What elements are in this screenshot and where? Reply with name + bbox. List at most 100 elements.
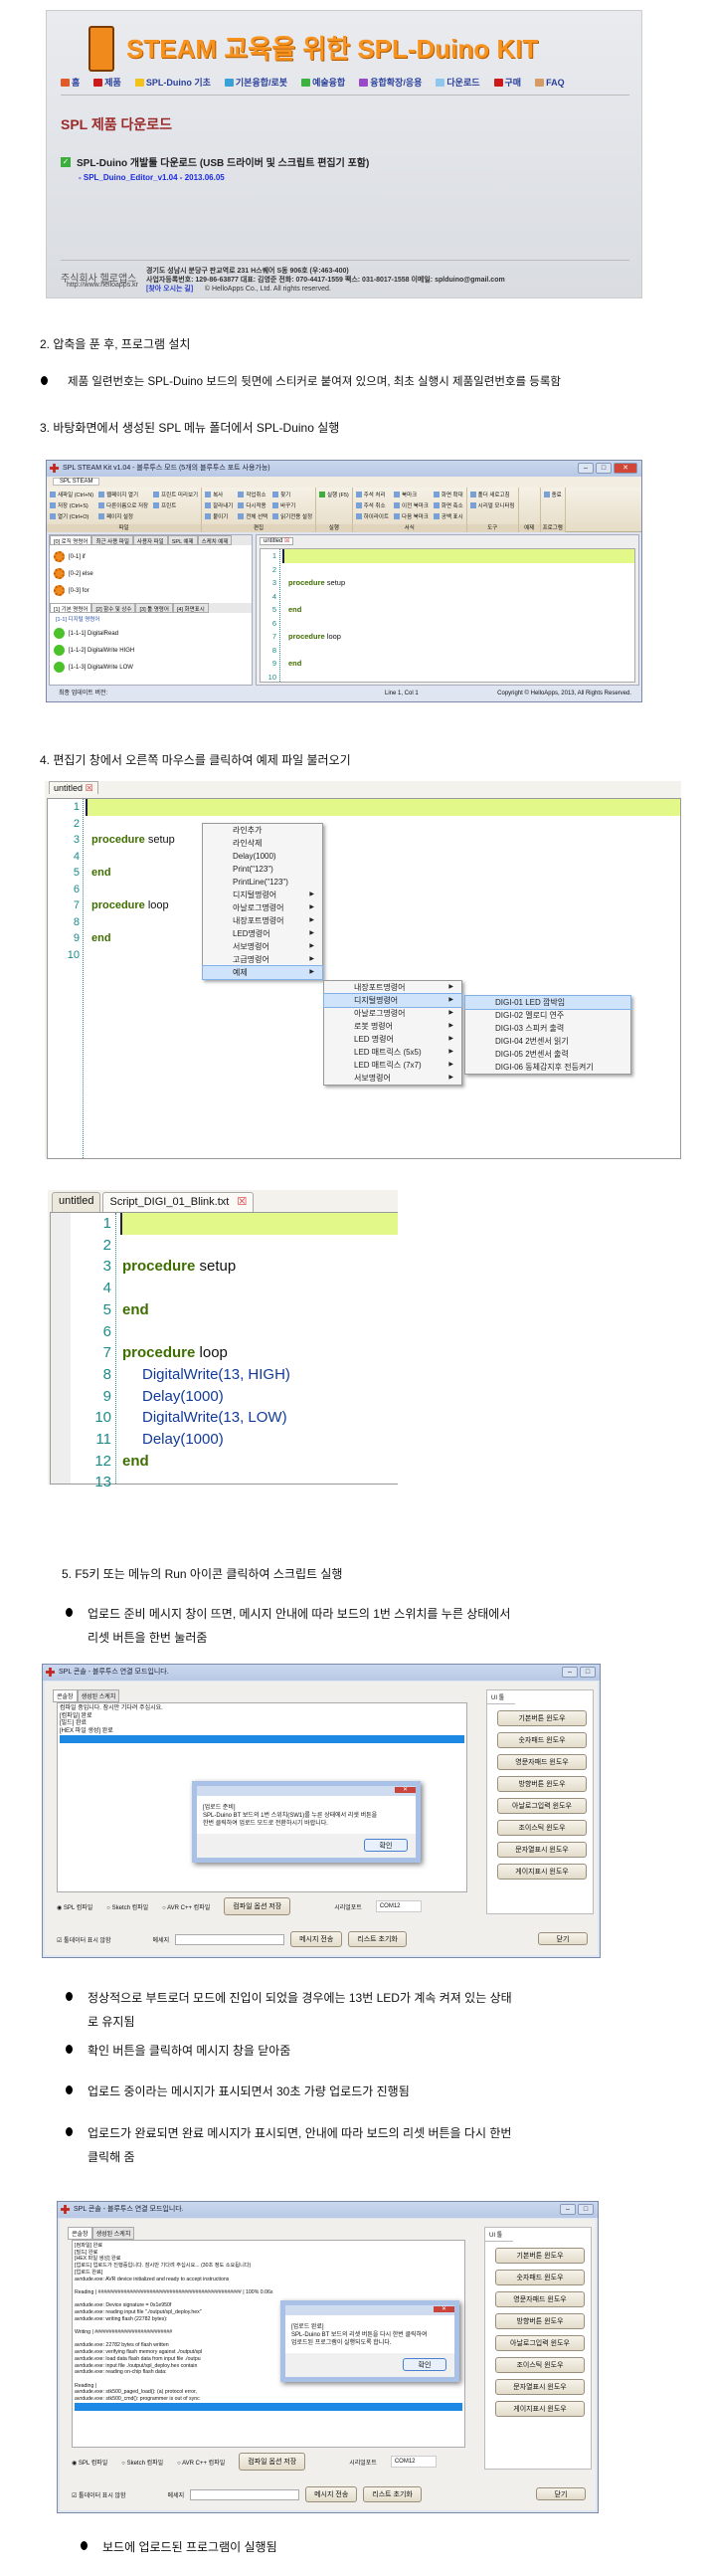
ui-tools-tab[interactable]: UI 툴: [487, 1690, 515, 1704]
compile-radio[interactable]: ○ Sketch 컴파일: [121, 2460, 164, 2467]
ribbon-button[interactable]: 주석 취소: [355, 500, 389, 510]
ribbon-button[interactable]: 종료: [543, 490, 562, 499]
ribbon-button[interactable]: 공백 표시: [433, 511, 463, 521]
logic-item[interactable]: [0-3] for: [54, 582, 248, 599]
panel-tab[interactable]: [0] 로직 명령어: [50, 535, 92, 545]
menu-item[interactable]: 내장포트명령어▶: [354, 983, 453, 992]
ribbon-button[interactable]: 프린트 미리보기: [153, 490, 198, 499]
ui-window-button[interactable]: 숫자패드 윈도우: [497, 1732, 587, 1748]
nav-item[interactable]: 예술융합: [301, 76, 345, 89]
clear-list-button[interactable]: 리스트 초기화: [363, 2486, 422, 2502]
ui-window-button[interactable]: 문자열표시 윈도우: [495, 2379, 585, 2395]
menu-item[interactable]: 아날로그명령어▶: [354, 1009, 453, 1018]
ui-window-button[interactable]: 방향버튼 윈도우: [497, 1776, 587, 1792]
hide-data-checkbox[interactable]: ☑ 툴데이터 표시 않함: [57, 1937, 111, 1944]
menu-item[interactable]: 라인삭제: [233, 839, 263, 848]
menu-item[interactable]: DIGI-01 LED 깜박임: [464, 995, 631, 1010]
command-item[interactable]: [1-1-2] DigitalWrite HIGH: [54, 642, 248, 659]
ui-window-button[interactable]: 아날로그입력 윈도우: [495, 2335, 585, 2351]
download-link[interactable]: - SPL_Duino_Editor_v1.04 - 2013.06.05: [79, 173, 225, 182]
hide-data-checkbox[interactable]: ☑ 툴데이터 표시 않함: [72, 2492, 126, 2499]
menu-item[interactable]: Print("123"): [233, 865, 273, 874]
ribbon-button[interactable]: 다른이름으로 저장: [98, 500, 148, 510]
port-select[interactable]: COM12: [390, 2456, 437, 2468]
doc-tab[interactable]: Script_DIGI_01_Blink.txt☒: [102, 1192, 255, 1212]
nav-item[interactable]: 홈: [61, 76, 80, 89]
save-options-button[interactable]: 컴파일 옵션 저장: [239, 2453, 306, 2471]
directions-link[interactable]: [찾아 오시는 길]: [146, 286, 194, 293]
menu-item[interactable]: DIGI-04 2번센서 읽기: [495, 1037, 569, 1046]
menu-item[interactable]: 아날로그명령어▶: [233, 903, 314, 912]
ok-button[interactable]: 확인: [364, 1839, 408, 1852]
ribbon-button[interactable]: 폴더 새로고침: [469, 490, 515, 499]
menu-item[interactable]: LED 명령어▶: [354, 1035, 453, 1044]
ui-window-button[interactable]: 기본버튼 윈도우: [495, 2248, 585, 2264]
nav-item[interactable]: SPL-Duino 기초: [134, 76, 211, 89]
ribbon-button[interactable]: 읽기전용 설정: [272, 511, 312, 521]
close-tab-icon[interactable]: ☒: [284, 538, 290, 544]
menu-item[interactable]: PrintLine("123"): [233, 878, 288, 887]
panel-tab[interactable]: SPL 예제: [167, 535, 198, 545]
close-button[interactable]: 닫기: [536, 2487, 586, 2500]
ribbon-button[interactable]: 찾기: [272, 490, 312, 499]
menu-item[interactable]: DIGI-06 동체감지후 전등켜기: [495, 1063, 594, 1072]
nav-item[interactable]: 융합확장/응용: [359, 76, 422, 89]
ribbon-button[interactable]: 다음 북마크: [394, 511, 429, 521]
menu-item[interactable]: LED명령어▶: [233, 929, 314, 938]
nav-item[interactable]: FAQ: [535, 76, 565, 89]
menu-item[interactable]: 예제▶: [202, 965, 323, 980]
message-input[interactable]: [190, 2488, 300, 2500]
menu-item[interactable]: DIGI-02 멜로디 연주: [495, 1011, 565, 1020]
ok-button[interactable]: 확인: [403, 2358, 446, 2371]
ribbon-button[interactable]: 붙이기: [205, 511, 233, 521]
console-tab[interactable]: 생성된 스케치: [91, 2227, 135, 2240]
ribbon-button[interactable]: 페이지 설정: [98, 511, 148, 521]
panel-tab[interactable]: [3] 툴 명령어: [135, 603, 173, 613]
menu-item[interactable]: 라인추가: [233, 826, 263, 835]
ui-window-button[interactable]: 영문자패드 윈도우: [497, 1754, 587, 1770]
ui-window-button[interactable]: 게이지표시 윈도우: [497, 1864, 587, 1880]
menu-item[interactable]: 서보명령어▶: [233, 942, 314, 951]
ribbon-button[interactable]: 열기 (Ctrl+O): [50, 511, 93, 521]
panel-tab[interactable]: [4] 화면표시: [172, 603, 209, 613]
ui-window-button[interactable]: 영문자패드 윈도우: [495, 2291, 585, 2307]
minimize-button[interactable]: –: [562, 1667, 578, 1678]
close-button[interactable]: 닫기: [538, 1932, 588, 1945]
console-tab[interactable]: 콘솔창: [53, 1689, 78, 1702]
menu-item[interactable]: Delay(1000): [233, 852, 276, 861]
logic-item[interactable]: [0-2] else: [54, 565, 248, 582]
ribbon-button[interactable]: 시리얼 모니터링: [469, 500, 515, 510]
ribbon-button[interactable]: 북마크: [394, 490, 429, 499]
ribbon-button[interactable]: 바꾸기: [272, 500, 312, 510]
ui-tools-tab[interactable]: UI 툴: [485, 2228, 513, 2242]
ribbon-button[interactable]: 프린트: [153, 500, 198, 510]
maximize-button[interactable]: □: [596, 463, 612, 474]
ribbon-button[interactable]: 이전 북마크: [394, 500, 429, 510]
panel-tab[interactable]: [1] 기본 명령어: [50, 603, 92, 613]
panel-tab[interactable]: [2] 함수 및 상수: [91, 603, 136, 613]
console-tab[interactable]: 콘솔창: [68, 2227, 92, 2240]
ribbon-button[interactable]: 웹페이지 열기: [98, 490, 148, 499]
port-select[interactable]: COM12: [375, 1900, 422, 1912]
compile-radio[interactable]: ○ AVR C++ 컴파일: [162, 1904, 211, 1911]
ribbon-button[interactable]: 저장 (Ctrl+S): [50, 500, 93, 510]
menu-item[interactable]: LED 매트릭스 (5x5)▶: [354, 1048, 453, 1057]
ribbon-tab[interactable]: SPL STEAM: [53, 478, 100, 486]
menu-item[interactable]: 디지털명령어▶: [323, 993, 462, 1008]
panel-tab[interactable]: 사용자 파일: [132, 535, 168, 545]
close-tab-icon[interactable]: ☒: [237, 1196, 248, 1208]
ui-window-button[interactable]: 조이스틱 윈도우: [497, 1820, 587, 1836]
doc-tab[interactable]: untitled ☒: [260, 537, 294, 545]
menu-item[interactable]: 고급명령어▶: [233, 955, 314, 964]
menu-item[interactable]: 로봇 명령어▶: [354, 1022, 453, 1031]
ui-window-button[interactable]: 숫자패드 윈도우: [495, 2270, 585, 2285]
command-item[interactable]: [1-1-3] DigitalWrite LOW: [54, 659, 248, 676]
save-options-button[interactable]: 컴파일 옵션 저장: [224, 1897, 291, 1915]
menu-item[interactable]: LED 매트릭스 (7x7)▶: [354, 1061, 453, 1070]
menu-item[interactable]: 내장포트명령어▶: [233, 916, 314, 925]
logic-item[interactable]: [0-1] if: [54, 548, 248, 565]
close-tab-icon[interactable]: ☒: [85, 783, 93, 793]
dialog-close-icon[interactable]: ✕: [394, 1787, 416, 1793]
maximize-button[interactable]: □: [578, 2204, 594, 2215]
